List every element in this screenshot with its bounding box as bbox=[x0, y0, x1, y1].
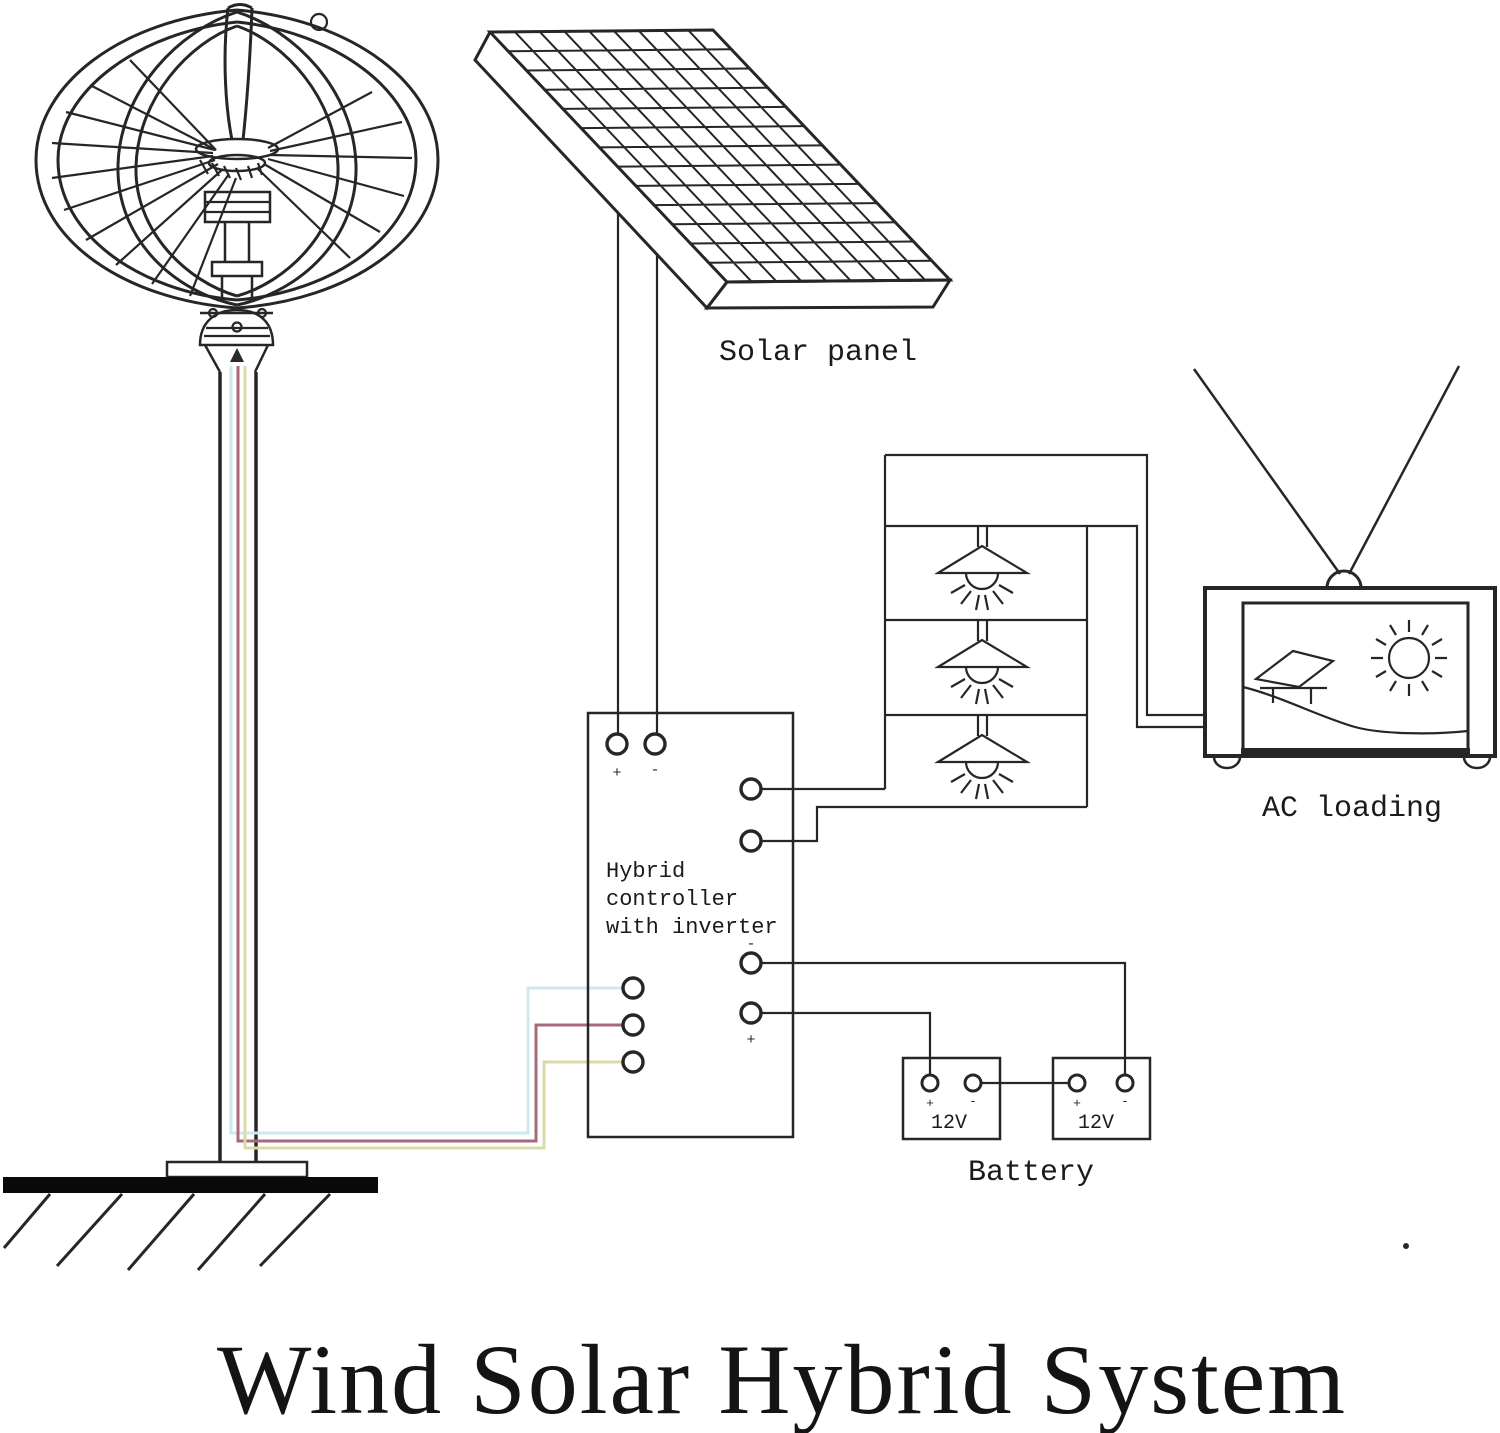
lamp-rung-top-to-tv bbox=[885, 453, 1205, 717]
solar-panel-label: Solar panel bbox=[719, 336, 917, 370]
tv-wheel-right bbox=[1462, 756, 1492, 770]
turbine-blade-center bbox=[223, 3, 254, 141]
house-icon bbox=[1253, 649, 1336, 704]
lamp-icon-2 bbox=[934, 620, 1031, 705]
controller-terminals bbox=[605, 732, 763, 1074]
solar-panel bbox=[473, 28, 954, 311]
ac-loading-label: AC loading bbox=[1262, 792, 1442, 826]
battery-2-plus-sign: + bbox=[1073, 1096, 1081, 1111]
turbine-wire-yellow bbox=[243, 366, 623, 1150]
controller-battery-plus-sign: + bbox=[746, 1032, 755, 1049]
turbine-blade-mid-left bbox=[116, 10, 238, 307]
lamp-rung-2-to-tv bbox=[885, 524, 1205, 729]
turbine-wire-blue bbox=[229, 366, 623, 1135]
turbine-blade-outer-right bbox=[236, 8, 440, 310]
tv-hill-line bbox=[1242, 685, 1469, 735]
solar-panel-front-side bbox=[703, 278, 953, 310]
ground-hatching bbox=[2, 1192, 332, 1271]
page-title: Wind Solar Hybrid System bbox=[217, 1324, 1347, 1433]
turbine-blade-mid-right bbox=[236, 10, 358, 307]
battery-2-voltage: 12V bbox=[1078, 1112, 1114, 1135]
ground-bar bbox=[3, 1177, 378, 1193]
battery-wire-positive bbox=[762, 1011, 932, 1075]
circuit-wires bbox=[616, 213, 1205, 1085]
battery-1-minus-sign: - bbox=[969, 1094, 977, 1109]
tv-ac-load bbox=[1192, 365, 1497, 770]
hybrid-controller: + - - + Hybrid controller with inverter bbox=[586, 711, 795, 1139]
terminal-solar-minus bbox=[643, 732, 667, 756]
battery-1-terminal-minus bbox=[963, 1073, 983, 1093]
controller-box bbox=[586, 711, 795, 1139]
turbine-hub bbox=[194, 137, 280, 181]
tv-antenna-left bbox=[1192, 368, 1342, 575]
battery-2: + - 12V bbox=[1051, 1056, 1152, 1141]
turbine-spokes-left bbox=[51, 59, 238, 297]
tv-antenna-dome bbox=[1325, 569, 1363, 589]
turbine-mount-flange bbox=[198, 307, 275, 373]
stray-mark bbox=[1403, 1243, 1409, 1249]
battery-1-voltage: 12V bbox=[931, 1112, 967, 1135]
battery-bank: + - 12V + - 12V bbox=[901, 1056, 1152, 1141]
controller-label-line1: Hybrid bbox=[606, 859, 685, 884]
turbine-blade-outer-right-inner bbox=[236, 20, 418, 302]
battery-2-minus-sign: - bbox=[1121, 1094, 1129, 1109]
lamp-feed-wire-2 bbox=[762, 805, 1087, 843]
solar-plus-sign: + bbox=[612, 765, 621, 782]
terminal-lamp-1 bbox=[739, 777, 763, 801]
battery-1-terminal-plus bbox=[920, 1073, 940, 1093]
battery-1-box bbox=[901, 1056, 1002, 1141]
wind-turbine bbox=[34, 3, 440, 1179]
turbine-blade-outer-left-inner bbox=[56, 20, 238, 302]
terminal-solar-plus bbox=[605, 732, 629, 756]
battery-2-terminal-minus bbox=[1115, 1073, 1135, 1093]
turbine-mast bbox=[218, 372, 258, 1162]
terminal-wind-3 bbox=[621, 1050, 645, 1074]
battery-1: + - 12V bbox=[901, 1056, 1002, 1141]
terminal-lamp-2 bbox=[739, 829, 763, 853]
turbine-blade-mid-right-inner bbox=[236, 24, 340, 298]
terminal-battery-minus bbox=[739, 951, 763, 975]
terminal-wind-2 bbox=[621, 1013, 645, 1037]
turbine-blade-tip bbox=[309, 12, 329, 32]
lamp-icon-3 bbox=[934, 715, 1031, 800]
controller-label: Hybrid controller with inverter bbox=[606, 859, 778, 940]
controller-label-line3: with inverter bbox=[606, 915, 778, 940]
lamp-icon-1 bbox=[934, 526, 1031, 611]
turbine-spokes-right bbox=[257, 91, 413, 259]
lamp-bank bbox=[934, 526, 1031, 800]
battery-wire-negative bbox=[762, 961, 1127, 1074]
terminal-wind-1 bbox=[621, 976, 645, 1000]
tv-wheel-left bbox=[1212, 756, 1242, 770]
turbine-generator bbox=[203, 190, 272, 300]
battery-1-plus-sign: + bbox=[926, 1096, 934, 1111]
mast-base-plate bbox=[165, 1160, 309, 1179]
battery-label: Battery bbox=[968, 1156, 1094, 1190]
battery-2-terminal-plus bbox=[1067, 1073, 1087, 1093]
ground bbox=[2, 1177, 378, 1271]
tv-outer-box bbox=[1203, 586, 1497, 758]
controller-label-line2: controller bbox=[606, 887, 738, 912]
solar-minus-sign: - bbox=[650, 762, 659, 779]
tv-antenna-right bbox=[1347, 365, 1461, 575]
controller-battery-minus-sign: - bbox=[746, 936, 755, 953]
turbine-blade-outer-left bbox=[34, 8, 238, 310]
solar-panel-grid bbox=[490, 30, 950, 282]
solar-panel-left-side bbox=[473, 31, 729, 311]
turbine-wires bbox=[229, 366, 623, 1150]
turbine-wire-red bbox=[236, 366, 623, 1143]
sun-icon bbox=[1371, 620, 1447, 696]
battery-2-box bbox=[1051, 1056, 1152, 1141]
terminal-battery-plus bbox=[739, 1001, 763, 1025]
